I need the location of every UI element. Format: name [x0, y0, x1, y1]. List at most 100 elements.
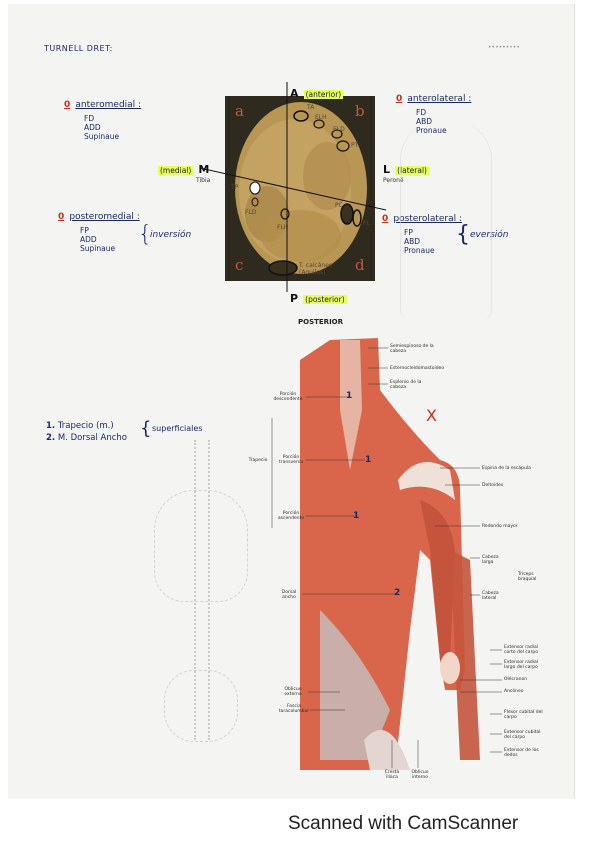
faded-leg-sketch: [400, 120, 492, 320]
quadrant-letter-d: d: [355, 256, 365, 274]
muscle-figure: [300, 338, 480, 770]
figure-label-right: Extensor cubital del carpo: [504, 730, 541, 740]
note-posteromedial: 0 posteromedial : FP ADD Supinaue: [58, 204, 140, 253]
quadrant-letter-c: c: [235, 256, 244, 274]
figure-marker: 1: [353, 511, 360, 521]
note-line: ADD: [80, 235, 97, 244]
note-number: 0: [382, 214, 389, 224]
figure-label-right: Ancóneo: [504, 689, 524, 694]
figure-marker: 2: [394, 588, 401, 598]
note-line: FD: [84, 114, 95, 123]
cross-section-drawing: [235, 102, 367, 276]
label-elh: ELH: [315, 114, 327, 121]
figure-marker: 1: [365, 455, 372, 465]
muscle-item: 2. M. Dorsal Ancho: [46, 432, 127, 444]
axis-sub-tibia: Tibia: [196, 177, 211, 184]
muscle-name: Trapecio (m.): [57, 421, 114, 431]
cross-mark: X: [426, 406, 437, 425]
figure-label-right: Extensor radial largo del carpo: [504, 660, 538, 670]
label-pc: PC: [335, 202, 343, 209]
muscle-list: 1. Trapecio (m.) 2. M. Dorsal Ancho: [46, 420, 127, 444]
muscle-item: 1. Trapecio (m.): [46, 420, 127, 432]
axis-lateral: L (lateral) Peroné: [383, 158, 429, 184]
brace: {: [138, 222, 152, 247]
note-line: FP: [404, 228, 413, 237]
figure-label-left: Oblicuo externo: [284, 687, 302, 697]
figure-label-right: Olécranon: [504, 677, 528, 682]
note-line: FD: [416, 108, 427, 117]
figure-label-right: Redondo mayor: [482, 524, 518, 529]
note-title: posterolateral :: [393, 214, 463, 224]
axis-tag-lateral: (lateral): [395, 166, 429, 175]
figure-label-right: Flexor cubital del carpo: [504, 710, 543, 720]
leg-cross-section: a b c d TA ELH ELD PT TP FLD FLH PC PL T…: [225, 96, 375, 281]
label-tp: TP: [231, 184, 239, 191]
note-number: 0: [64, 100, 71, 110]
axis-letter-l: L: [383, 163, 391, 176]
header-title: TURNELL DRET:: [44, 44, 113, 53]
note-line: ABD: [416, 117, 433, 126]
label-achilles: T. calcáneo (Aquiles): [299, 262, 333, 276]
note-line: Pronaue: [404, 246, 435, 255]
figure-label-right: Deltoides: [482, 483, 504, 488]
label-eld: ELD: [333, 126, 345, 133]
muscle-number: 2.: [46, 433, 56, 443]
figure-label-right: Esplenio de la cabeza: [390, 380, 422, 390]
note-line: ADD: [84, 123, 101, 132]
axis-medial: (medial) M Tibia: [158, 158, 210, 184]
figure-label-right: Cabeza larga: [482, 555, 499, 565]
figure-label-right: Extensor de los dedos: [504, 748, 539, 758]
note-title: posteromedial :: [69, 212, 140, 222]
figure-label-right: Cabeza lateral: [482, 591, 499, 601]
axis-tag-medial: (medial): [158, 166, 194, 175]
muscles-note: superficiales: [152, 424, 203, 433]
note-posterolateral: 0 posterolateral : FP ABD Pronaue: [382, 206, 462, 255]
figure-label-left: Dorsal ancho: [281, 590, 297, 600]
faded-skeleton-sketch: [150, 440, 250, 760]
note-line: ABD: [404, 237, 421, 246]
note-line: FP: [80, 226, 89, 235]
figure-label-left: Porción ascendente: [277, 511, 305, 521]
label-pt: PT: [351, 142, 359, 149]
axis-letter-p: P: [290, 292, 299, 305]
figure-label-left: Porción transversa: [279, 455, 303, 465]
label-pl: PL: [363, 220, 370, 227]
axis-letter-a: A: [290, 87, 299, 100]
note-number: 0: [58, 212, 65, 222]
figure-label-right: Tríceps braquial: [518, 572, 537, 582]
figure-label-right: Espina de la escápula: [482, 466, 531, 471]
label-fld: FLD: [245, 209, 257, 216]
figure-label-right: Semiespinoso de la cabeza: [390, 344, 434, 354]
axis-sub-perone: Peroné: [383, 177, 404, 184]
figure-label-left: Porción descendente: [273, 392, 303, 402]
figure-label-left: Fascia toracolumbar: [278, 704, 310, 714]
figure-label-left: Trapecio: [248, 458, 268, 463]
axis-anterior: A (anterior): [290, 82, 344, 101]
note-line: Supinaue: [80, 244, 116, 253]
figure-marker: 1: [346, 391, 353, 401]
note-number: 0: [396, 94, 403, 104]
label-flh: FLH: [277, 224, 289, 231]
figure-label-right: Extensor radial corto del carpo: [504, 645, 539, 655]
note-title: anterolateral :: [407, 94, 472, 104]
note-title: anteromedial :: [75, 100, 142, 110]
axis-tag-anterior: (anterior): [303, 90, 344, 99]
figure-label-bottom: Cresta ilíaca: [384, 770, 400, 780]
axis-letter-m: M: [198, 163, 210, 176]
note-line: Supinaue: [84, 132, 120, 141]
quadrant-letter-b: b: [355, 102, 365, 120]
figure-label-bottom: Oblicuo interno: [411, 770, 429, 780]
note-inversion: inversión: [150, 230, 192, 240]
brace: {: [140, 418, 152, 439]
note-anteromedial: 0 anteromedial : FD ADD Supinaue: [64, 92, 141, 141]
axis-tag-posterior: (posterior): [303, 295, 347, 304]
quadrant-letter-a: a: [235, 102, 244, 120]
muscle-name: M. Dorsal Ancho: [57, 433, 128, 443]
brace: {: [456, 222, 470, 247]
scanner-watermark: Scanned with CamScanner: [288, 813, 519, 834]
figure-label-right: Esternocleidomastoideo: [390, 366, 445, 371]
header-right: •••••••••: [488, 44, 520, 51]
figure-title: POSTERIOR: [298, 318, 344, 326]
